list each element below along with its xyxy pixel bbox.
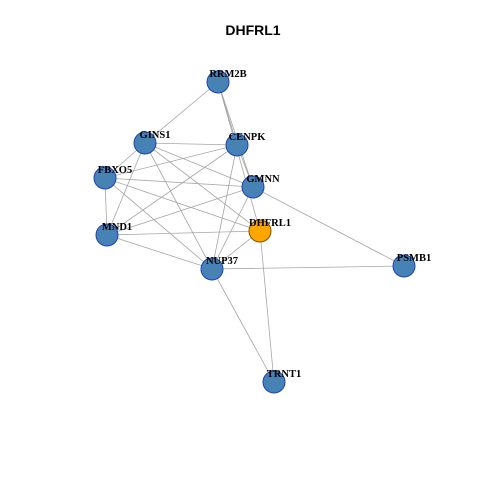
edge-gins1-dhfrl1 [144, 142, 261, 232]
node-psmb1: PSMB1 [392, 253, 431, 278]
node-circle-mnd1 [95, 223, 119, 247]
edge-dhfrl1-trnt1 [259, 230, 275, 383]
edge-cenpk-nup37 [211, 144, 238, 270]
node-circle-nup37 [200, 257, 224, 281]
edge-cenpk-fbxo5 [104, 144, 238, 179]
edge-gins1-cenpk [144, 142, 238, 146]
node-label-fbxo5: FBXO5 [98, 165, 132, 176]
node-label-gins1: GINS1 [140, 130, 171, 141]
edge-rrm2b-dhfrl1 [217, 81, 261, 232]
edge-fbxo5-gmnn [104, 177, 254, 188]
node-circle-fbxo5 [93, 166, 117, 190]
edge-fbxo5-dhfrl1 [104, 177, 261, 232]
node-label-rrm2b: RRM2B [209, 69, 246, 80]
node-label-trnt1: TRNT1 [267, 369, 301, 380]
edge-gins1-gmnn [144, 142, 254, 188]
node-fbxo5: FBXO5 [93, 165, 132, 190]
node-label-cenpk: CENPK [229, 132, 267, 143]
node-nup37: NUP37 [200, 256, 238, 281]
edge-gmnn-psmb1 [252, 186, 405, 267]
diagram-title: DHFRL1 [225, 22, 280, 38]
node-label-gmnn: GMNN [246, 174, 280, 185]
node-mnd1: MND1 [95, 222, 132, 247]
node-label-psmb1: PSMB1 [397, 253, 431, 264]
edge-gins1-nup37 [144, 142, 213, 270]
node-trnt1: TRNT1 [262, 369, 301, 394]
node-circle-cenpk [225, 133, 249, 157]
node-label-dhfrl1: DHFRL1 [249, 218, 291, 229]
node-circle-rrm2b [206, 70, 230, 94]
edge-nup37-trnt1 [211, 268, 275, 383]
node-gmnn: GMNN [241, 174, 280, 199]
edge-fbxo5-nup37 [104, 177, 213, 270]
node-label-mnd1: MND1 [102, 222, 132, 233]
edge-nup37-psmb1 [211, 265, 405, 270]
node-gins1: GINS1 [133, 130, 171, 155]
edge-gmnn-mnd1 [106, 186, 254, 236]
edge-rrm2b-gins1 [144, 81, 219, 144]
node-rrm2b: RRM2B [206, 69, 247, 94]
edge-mnd1-dhfrl1 [106, 230, 261, 236]
node-circle-dhfrl1 [248, 219, 272, 243]
node-label-nup37: NUP37 [206, 256, 238, 267]
edge-cenpk-mnd1 [106, 144, 238, 236]
node-circle-gins1 [133, 131, 157, 155]
edge-mnd1-nup37 [106, 234, 213, 270]
node-dhfrl1: DHFRL1 [248, 218, 291, 243]
node-cenpk: CENPK [225, 132, 267, 157]
node-circle-gmnn [241, 175, 265, 199]
edge-gins1-mnd1 [106, 142, 146, 236]
edge-gmnn-nup37 [211, 186, 254, 270]
node-circle-trnt1 [262, 370, 286, 394]
node-circle-psmb1 [392, 254, 416, 278]
